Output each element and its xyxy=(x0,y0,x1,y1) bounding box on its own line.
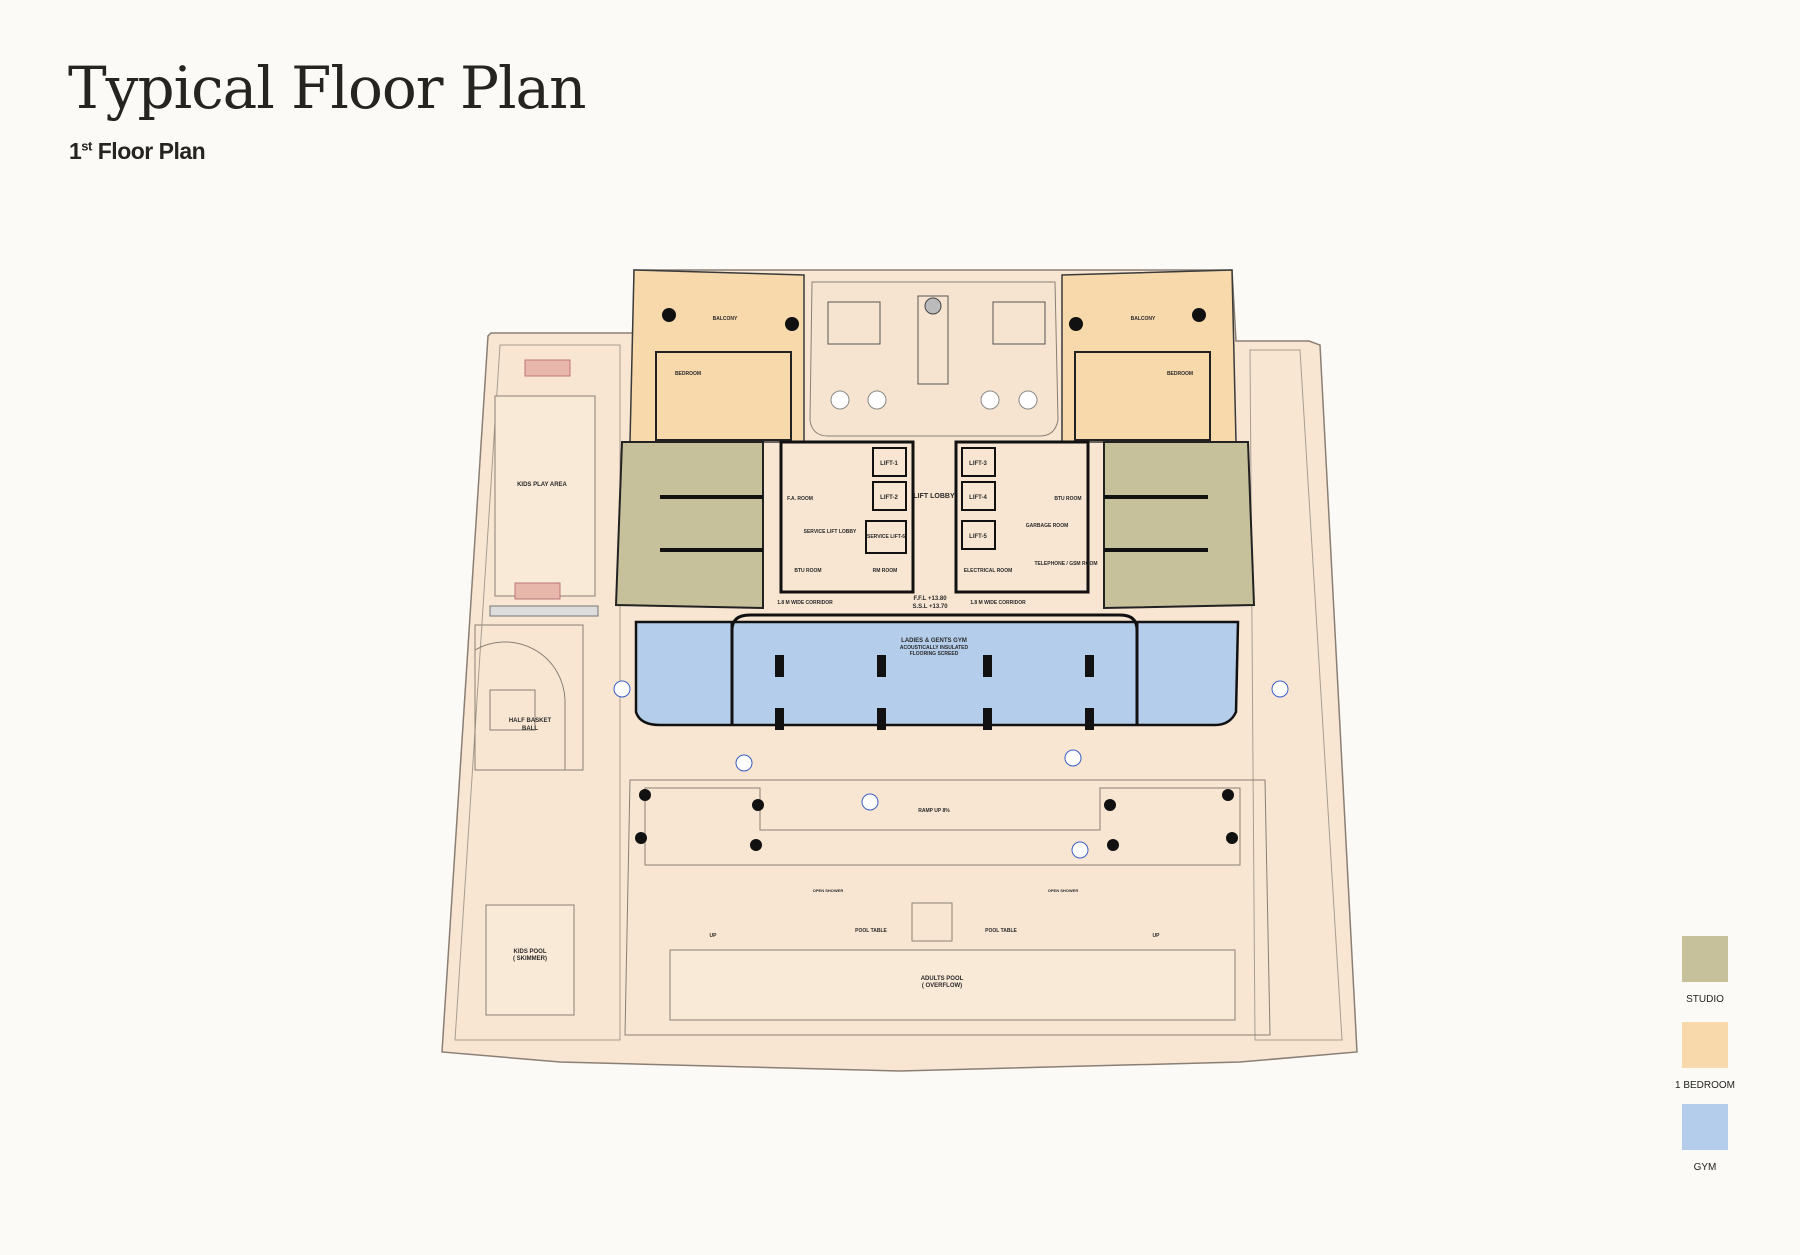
fa-room-label: F.A. ROOM xyxy=(787,496,813,502)
btu-room-label-right: BTU ROOM xyxy=(1054,496,1081,502)
adults-pool xyxy=(669,949,1236,1021)
adults-pool-label: ADULTS POOL xyxy=(921,976,964,982)
service-lift-lobby-label: SERVICE LIFT LOBBY xyxy=(804,529,857,535)
legend-label-gym: GYM xyxy=(1693,1162,1717,1173)
gym-sub-label-1: ACOUSTICALLY INSULATED xyxy=(900,645,969,651)
subtitle-text: Floor Plan xyxy=(91,138,206,164)
studio-units-left xyxy=(614,441,764,610)
rm-room-label: RM ROOM xyxy=(873,568,898,574)
pool-deck xyxy=(624,779,1271,1036)
bedroom-label-right: BEDROOM xyxy=(1167,371,1193,377)
corridor-label-left: 1.8 M WIDE CORRIDOR xyxy=(777,600,833,606)
page-title: Typical Floor Plan xyxy=(68,54,586,122)
half-basketball-label: HALF BASKET xyxy=(509,718,552,724)
balcony-label-left: BALCONY xyxy=(713,316,738,322)
legend-swatch-gym xyxy=(1682,1104,1728,1150)
btu-room-label-left: BTU ROOM xyxy=(794,568,821,574)
service-lift-label: SERVICE LIFT-6 xyxy=(867,534,905,540)
studio-units-right xyxy=(1103,441,1256,610)
kids-play-area-label: KIDS PLAY AREA xyxy=(517,482,567,488)
pool-table-label-left: POOL TABLE xyxy=(855,928,887,934)
ssl-label: S.S.L +13.70 xyxy=(912,604,948,610)
adults-pool-label-2: ( OVERFLOW) xyxy=(922,983,962,989)
wheelchair-icon xyxy=(613,680,1289,859)
kids-pool xyxy=(485,904,575,1016)
kids-pool-label-2: ( SKIMMER) xyxy=(513,956,547,962)
lift-5-label: LIFT-5 xyxy=(969,534,987,540)
legend-item-1-bedroom: 1 BEDROOM xyxy=(1660,1022,1750,1091)
legend-item-gym: GYM xyxy=(1660,1104,1750,1173)
corridor-label-right: 1.8 M WIDE CORRIDOR xyxy=(970,600,1026,606)
lift-4-label: LIFT-4 xyxy=(969,495,987,501)
lift-1-label: LIFT-1 xyxy=(880,461,898,467)
open-shower-label-left: OPEN SHOWER xyxy=(813,888,844,893)
lift-3-label: LIFT-3 xyxy=(969,461,987,467)
kids-pool-label: KIDS POOL xyxy=(513,949,546,955)
core-left: LIFT-1 LIFT-2 SERVICE LIFT-6 SERVICE LIF… xyxy=(779,440,915,594)
up-label-left: UP xyxy=(710,933,718,939)
gym-title-label: LADIES & GENTS GYM xyxy=(901,638,967,644)
ramp-label: RAMP UP 8% xyxy=(918,808,950,814)
balcony-label-right: BALCONY xyxy=(1131,316,1156,322)
legend-label-studio: STUDIO xyxy=(1686,994,1724,1005)
telephone-room-label: TELEPHONE / GSM ROOM xyxy=(1034,561,1097,567)
legend-swatch-1-bedroom xyxy=(1682,1022,1728,1068)
core-right: LIFT-3 LIFT-4 LIFT-5 ELECTRICAL ROOM TEL… xyxy=(954,440,1098,594)
pool-table-label-right: POOL TABLE xyxy=(985,928,1017,934)
electrical-room-label: ELECTRICAL ROOM xyxy=(964,568,1013,574)
garbage-room-label: GARBAGE ROOM xyxy=(1026,523,1069,529)
open-shower-label-right: OPEN SHOWER xyxy=(1048,888,1079,893)
half-basketball-label-2: BALL xyxy=(522,726,538,732)
lift-2-label: LIFT-2 xyxy=(880,495,898,501)
gym-area xyxy=(634,613,1240,730)
ffl-label: F.F.L +13.80 xyxy=(913,596,947,602)
subtitle-suffix: st xyxy=(81,138,92,154)
kids-play-area xyxy=(494,395,596,597)
gym-sub-label-2: FLOORING SCREED xyxy=(910,651,959,657)
legend-item-studio: STUDIO xyxy=(1660,936,1750,1005)
roof-courtyard xyxy=(809,281,1059,437)
legend-swatch-studio xyxy=(1682,936,1728,982)
bedroom-label-left: BEDROOM xyxy=(675,371,701,377)
page-subtitle: 1st Floor Plan xyxy=(69,138,206,165)
up-label-right: UP xyxy=(1153,933,1161,939)
legend-label-1-bedroom: 1 BEDROOM xyxy=(1674,1080,1735,1091)
lift-lobby-label: LIFT LOBBY xyxy=(913,493,955,500)
half-basketball-court xyxy=(474,624,584,771)
subtitle-number: 1 xyxy=(69,138,82,164)
